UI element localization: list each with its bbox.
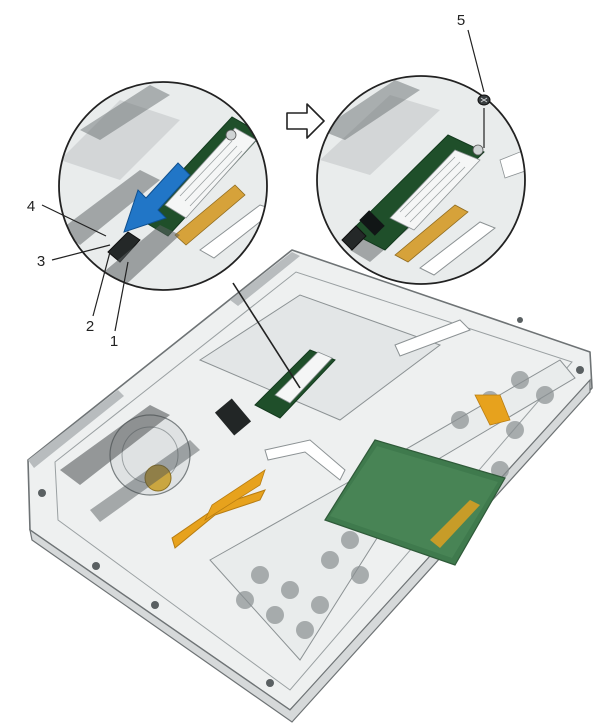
callout-4: 4 bbox=[27, 198, 35, 215]
callout-3: 3 bbox=[37, 253, 45, 270]
callout-5: 5 bbox=[457, 12, 465, 29]
ssd-slot-board bbox=[214, 398, 252, 436]
base-screws bbox=[38, 317, 584, 687]
removal-arrow bbox=[123, 162, 191, 233]
callout-leaders bbox=[41, 29, 485, 332]
magnifier-right bbox=[316, 75, 526, 285]
laptop-base bbox=[27, 249, 593, 723]
magnifier-left bbox=[58, 81, 268, 291]
m2-slot bbox=[107, 231, 141, 263]
zoom-leader-line bbox=[232, 282, 301, 389]
screw-icon bbox=[477, 94, 491, 106]
m2-slot-right bbox=[341, 225, 367, 251]
coin-cell-battery bbox=[144, 464, 172, 492]
callout-1: 1 bbox=[110, 333, 118, 350]
callout-2: 2 bbox=[86, 318, 94, 335]
flex-cable bbox=[171, 489, 266, 549]
next-step-arrow-icon bbox=[286, 103, 325, 139]
